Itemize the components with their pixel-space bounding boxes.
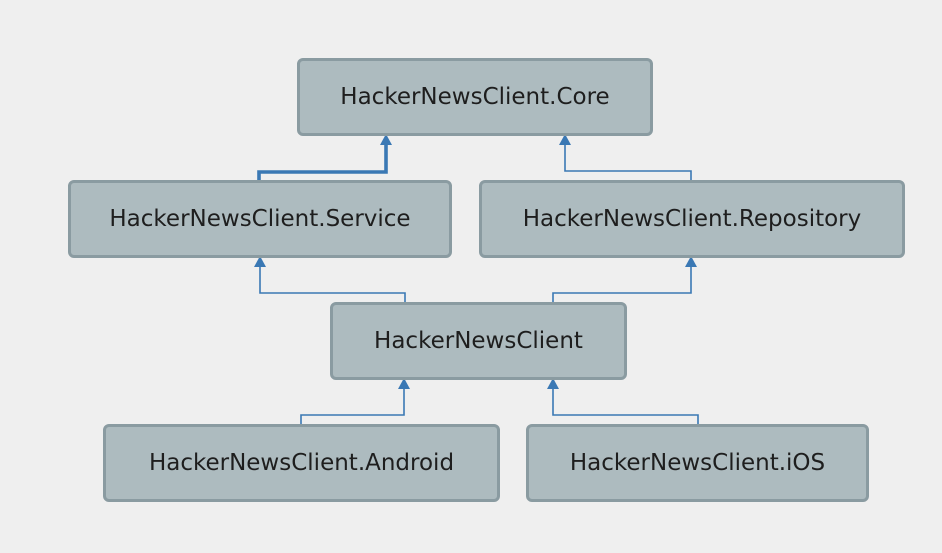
edge-client-to-service: [259, 266, 406, 303]
arrowhead-repository: [685, 256, 697, 267]
node-client-label: HackerNewsClient: [374, 328, 583, 354]
edge-service-to-core: [257, 144, 388, 181]
node-ios[interactable]: HackerNewsClient.iOS: [526, 424, 869, 502]
edge-ios-to-client: [552, 388, 699, 425]
node-repository[interactable]: HackerNewsClient.Repository: [479, 180, 905, 258]
arrowhead-core-left: [380, 134, 392, 145]
arrowhead-core-right: [559, 134, 571, 145]
arrowhead-service: [254, 256, 266, 267]
node-repository-label: HackerNewsClient.Repository: [522, 206, 862, 232]
node-android-label: HackerNewsClient.Android: [148, 450, 455, 476]
node-android[interactable]: HackerNewsClient.Android: [103, 424, 500, 502]
edge-android-to-client: [300, 388, 405, 425]
edge-repository-to-core: [564, 144, 692, 181]
node-core-label: HackerNewsClient.Core: [340, 84, 610, 110]
arrowhead-client-right: [547, 378, 559, 389]
node-client[interactable]: HackerNewsClient: [330, 302, 627, 380]
arrowhead-client-left: [398, 378, 410, 389]
node-core[interactable]: HackerNewsClient.Core: [297, 58, 653, 136]
node-service[interactable]: HackerNewsClient.Service: [68, 180, 452, 258]
node-service-label: HackerNewsClient.Service: [109, 206, 411, 232]
node-ios-label: HackerNewsClient.iOS: [569, 450, 826, 476]
edge-client-to-repository: [552, 266, 692, 303]
